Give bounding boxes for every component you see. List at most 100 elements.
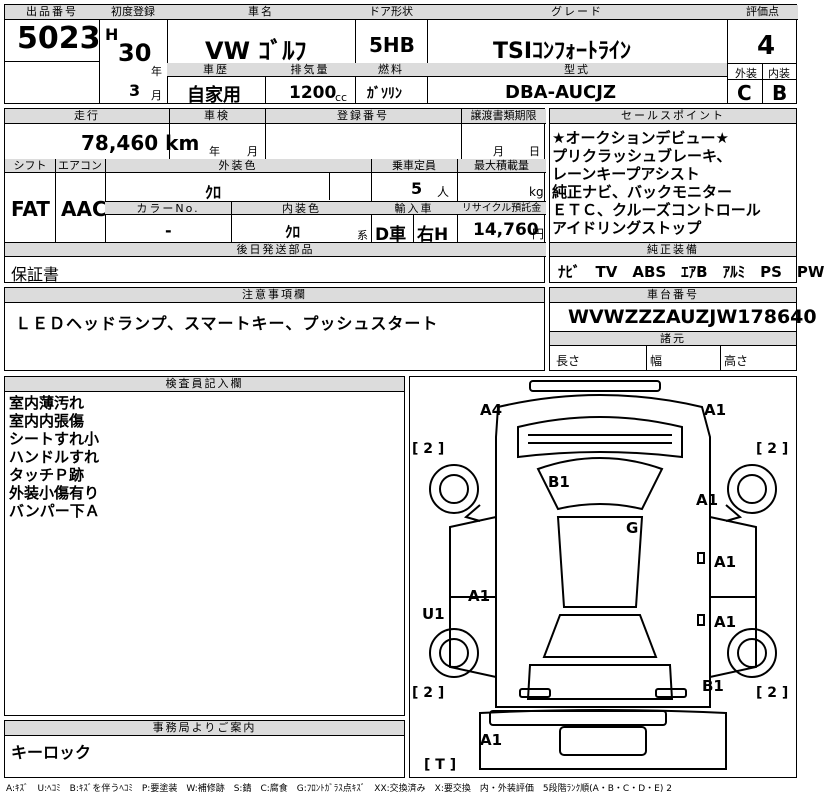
- exterior-grade: C: [737, 81, 752, 105]
- damage-mark: U1: [422, 605, 445, 623]
- shift-type: FAT: [11, 197, 50, 221]
- inspection-label: 車検: [169, 109, 265, 124]
- transfer-day: 日: [529, 145, 540, 158]
- dims-label: 諸元: [550, 331, 796, 346]
- tire-mark: [ 2 ]: [756, 441, 789, 457]
- score: 4: [757, 31, 776, 61]
- exterior-color: ｸﾛ: [205, 183, 222, 202]
- era: H: [105, 25, 119, 44]
- transfer-label: 譲渡書類期限: [461, 109, 546, 124]
- height-label: 高さ: [724, 354, 749, 368]
- lot-no: 5023: [17, 21, 101, 56]
- door-type: 5HB: [369, 33, 415, 57]
- shift-label: シフト: [5, 159, 55, 173]
- damage-mark: G: [626, 519, 639, 537]
- sales-point: アイドリングストップ: [552, 219, 702, 237]
- capacity-label: 乗車定員: [371, 159, 457, 173]
- damage-mark: B1: [548, 473, 570, 491]
- displacement: 1200: [289, 83, 337, 103]
- inspection-year: 年: [209, 145, 220, 158]
- spec-block: 走行 車検 登録番号 譲渡書類期限 78,460 km 年 月 月 日 シフト …: [4, 108, 546, 284]
- mileage: 78,460 km: [81, 131, 200, 155]
- damage-mark: A1: [480, 731, 503, 749]
- interior-color-label: 内装色: [231, 201, 371, 215]
- import-label: 輸入車: [371, 201, 457, 215]
- tire-mark: [ 2 ]: [756, 685, 789, 701]
- equipment-items: ﾅﾋﾞ TV ABS ｴｱB ｱﾙﾐ PS PW: [558, 263, 824, 281]
- steering-side: 右H: [417, 225, 449, 245]
- ac-label: エアコン: [55, 159, 105, 173]
- car-name: VW ｺﾞﾙﾌ: [205, 37, 307, 65]
- recycle-label: リサイクル預託金: [457, 201, 546, 215]
- inspector-label: 検査員記入欄: [5, 377, 404, 392]
- inspection-month: 月: [247, 145, 258, 158]
- reg-no-label: 登録番号: [265, 109, 461, 124]
- damage-mark: A1: [704, 401, 727, 419]
- sales-point: ＥＴＣ、クルーズコントロール: [552, 201, 761, 219]
- capacity: 5: [411, 179, 423, 198]
- car-outline: [429, 380, 777, 770]
- inspector-line: 室内内張傷: [9, 412, 85, 430]
- damage-mark: B1: [702, 677, 724, 695]
- year-unit: 年: [151, 65, 162, 78]
- interior-label: 内装: [768, 67, 790, 80]
- recycle-unit: 円: [532, 227, 545, 241]
- score-label: 評価点: [727, 5, 798, 20]
- lot-no-label: 出品番号: [5, 5, 99, 20]
- sales-point: 純正ナビ、バックモニター: [552, 183, 733, 201]
- notes-block: 注意事項欄 ＬＥＤヘッドランプ、スマートキー、プッシュスタート: [4, 287, 545, 371]
- transfer-month: 月: [493, 145, 504, 158]
- history-label: 車歴: [167, 63, 265, 77]
- tire-mark: [ 2 ]: [412, 441, 445, 457]
- notes-label: 注意事項欄: [5, 288, 544, 303]
- inspector-notes: 室内薄汚れ 室内内張傷 シートすれ小 ハンドルすれ タッチＰ跡 外装小傷有り バ…: [9, 394, 100, 520]
- mileage-label: 走行: [5, 109, 169, 124]
- first-reg-label: 初度登録: [99, 5, 167, 20]
- chassis-block: 車台番号 WVWZZZAUZJW178640 諸元 長さ 幅 高さ: [549, 287, 817, 371]
- inspector-line: シートすれ小: [9, 430, 100, 448]
- displacement-label: 排気量: [265, 63, 355, 77]
- color-no: -: [165, 221, 172, 240]
- car-diagram: A4 A1 B1 G A1 A1 A1 U1 A1 B1 A1 [ 2 ] [ …: [409, 376, 797, 778]
- sales-points-label: セールスポイント: [550, 109, 796, 124]
- vin: WVWZZZAUZJW178640: [568, 306, 817, 328]
- office-block: 事務局よりご案内 キーロック: [4, 720, 405, 778]
- interior-color: ｸﾛ: [285, 223, 301, 241]
- sales-point: プリクラッシュブレーキ、: [552, 147, 732, 165]
- equipment-label: 純正装備: [550, 242, 796, 257]
- inspector-line: 外装小傷有り: [9, 484, 100, 502]
- length-label: 長さ: [556, 354, 581, 368]
- tire-mark: [ 2 ]: [412, 685, 445, 701]
- sales-points-block: セールスポイント ★オークションデビュー★ プリクラッシュブレーキ、 レーンキー…: [549, 108, 824, 283]
- grade-label: グレード: [427, 5, 727, 20]
- max-load-label: 最大積載量: [457, 159, 546, 173]
- reg-month: 3: [129, 81, 141, 100]
- recycle-fee: 14,760: [473, 220, 539, 240]
- ac-type: AAC: [61, 197, 107, 221]
- legend: A:ｷｽﾞ U:ﾍｺﾐ B:ｷｽﾞを伴うﾍｺﾐ P:要塗装 W:補修跡 S:錆 …: [6, 784, 672, 794]
- exterior-label: 外装: [735, 67, 757, 80]
- notes-text: ＬＥＤヘッドランプ、スマートキー、プッシュスタート: [15, 314, 439, 333]
- fuel: ｶﾞｿﾘﾝ: [367, 86, 402, 102]
- later-parts-label: 後日発送部品: [5, 242, 546, 257]
- later-parts: 保証書: [11, 265, 60, 284]
- door-label: ドア形状: [355, 5, 427, 20]
- inspector-block: 検査員記入欄 室内薄汚れ 室内内張傷 シートすれ小 ハンドルすれ タッチＰ跡 外…: [4, 376, 405, 716]
- interior-grade: B: [772, 81, 788, 105]
- inspector-line: 室内薄汚れ: [9, 394, 85, 412]
- interior-color-suffix: 系: [357, 229, 368, 242]
- month-unit: 月: [151, 89, 162, 102]
- damage-mark: A1: [468, 587, 491, 605]
- damage-mark: A1: [714, 613, 737, 631]
- office-label: 事務局よりご案内: [5, 721, 404, 736]
- inspector-line: ハンドルすれ: [9, 448, 100, 466]
- sales-point: ★オークションデビュー★: [552, 129, 729, 147]
- fuel-label: 燃料: [355, 63, 427, 77]
- car-name-label: 車名: [167, 5, 355, 20]
- tire-mark: [ T ]: [424, 757, 457, 773]
- grade: TSIｺﾝﾌｫｰﾄﾗｲﾝ: [493, 39, 632, 64]
- header-block: 出品番号 5023 初度登録 H 30 年 3 月 車名 VW ｺﾞﾙﾌ ドア形…: [4, 4, 798, 106]
- model-label: 型式: [427, 63, 727, 77]
- history: 自家用: [187, 85, 241, 106]
- import-type: D車: [375, 225, 407, 245]
